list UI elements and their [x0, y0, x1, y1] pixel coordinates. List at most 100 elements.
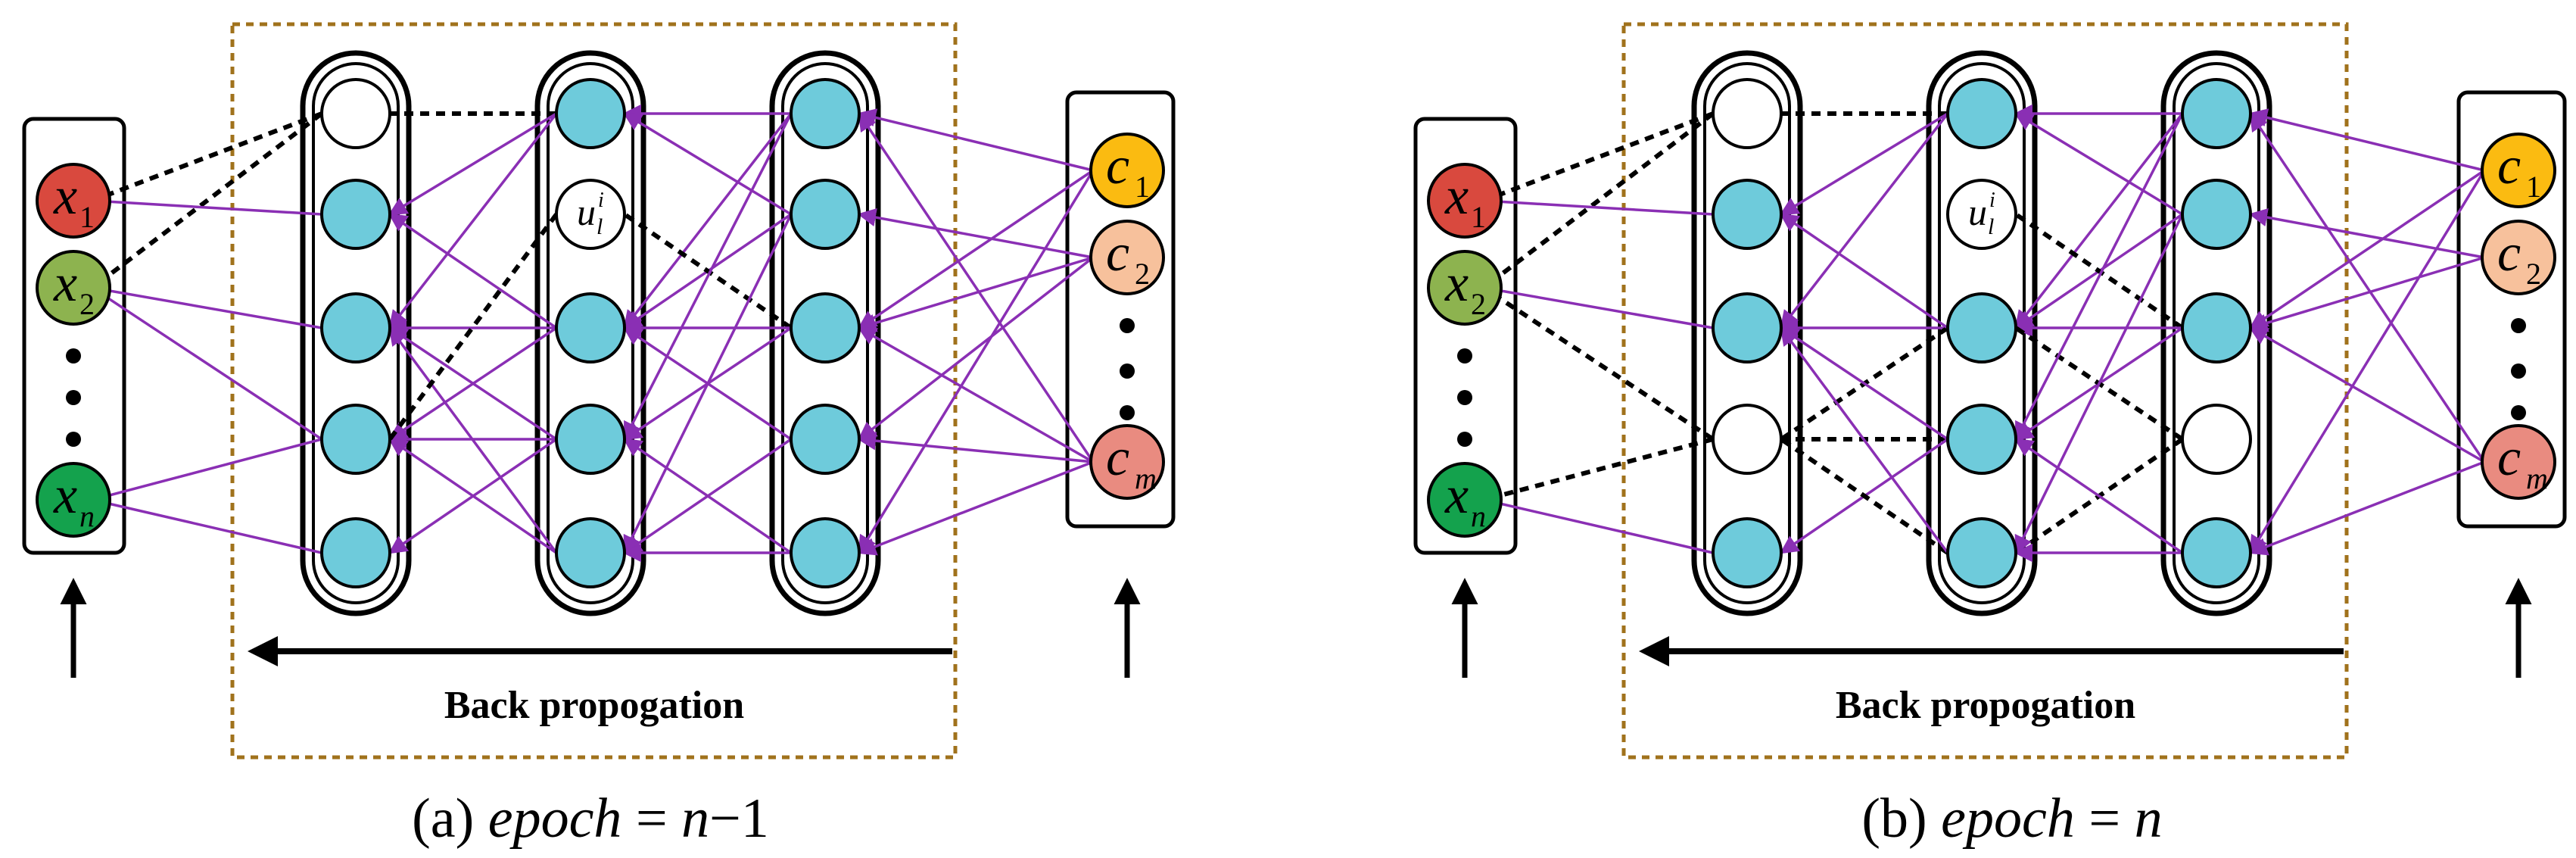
gradient-connection — [623, 214, 793, 555]
gradient-connection — [858, 111, 1095, 463]
gradient-connection — [857, 460, 1094, 556]
gradient-connection — [388, 112, 558, 329]
input-node-x2 — [1427, 250, 1503, 326]
gradient-connection — [388, 326, 557, 441]
input-subscript: 1 — [1471, 200, 1486, 234]
gradient-connection — [2248, 256, 2485, 332]
gradient-connection — [858, 256, 1095, 441]
input-symbol: x — [53, 254, 77, 313]
output-subscript: m — [2526, 461, 2548, 495]
gradient-connection — [2014, 113, 2184, 441]
gradient-connection — [2249, 170, 2486, 555]
dropped-node — [2181, 404, 2252, 475]
gradient-connection — [388, 326, 558, 554]
dropped-connection — [1482, 111, 1715, 290]
ellipsis-dot — [1457, 348, 1472, 363]
training-frame — [230, 22, 958, 760]
gradient-connection — [1780, 326, 1949, 554]
ellipsis-dot — [66, 348, 81, 363]
gradient-connection — [857, 256, 1094, 332]
input-symbol: x — [1444, 254, 1469, 313]
dropped-connection — [91, 111, 323, 290]
hidden-node — [320, 404, 391, 475]
panel-caption: (a) epoch = n−1 — [412, 788, 769, 850]
hidden-node — [1712, 517, 1783, 588]
ellipsis-dot — [1457, 390, 1472, 405]
dropped-node — [320, 78, 391, 149]
dropped-node-label: u — [1968, 191, 1987, 233]
gradient-connection — [2248, 108, 2485, 172]
gradient-connection — [1780, 112, 1949, 329]
hidden-layer-2-outer — [1926, 50, 2038, 616]
hidden-node — [1946, 404, 2017, 475]
dropped-node-label: u — [577, 191, 596, 233]
hidden-node — [1946, 517, 2017, 588]
dropped-connection — [1780, 437, 1949, 555]
connections — [90, 104, 1095, 563]
output-node-cm — [2481, 424, 2556, 500]
connections — [1481, 104, 2486, 563]
gradient-connection — [2249, 111, 2486, 463]
hidden-node — [320, 517, 391, 588]
gradient-connection — [623, 112, 793, 329]
back-propagation-label: Back propogation — [444, 684, 744, 727]
gradient-connection — [90, 495, 322, 554]
gradient-connection — [90, 281, 322, 329]
input-node-x1 — [1427, 163, 1503, 239]
gradient-connection — [2248, 169, 2485, 329]
dropped-connection — [2014, 212, 2184, 330]
hidden-node — [320, 179, 391, 250]
output-symbol: c — [1106, 137, 1129, 195]
input-symbol: x — [53, 167, 77, 226]
gradient-connection — [90, 192, 322, 216]
input-subscript: 2 — [1471, 287, 1486, 321]
output-symbol: c — [1106, 429, 1129, 487]
ellipsis-dot — [2511, 363, 2526, 379]
gradient-connection — [857, 207, 1094, 259]
dropped-connection — [623, 212, 793, 330]
dropped-node — [1712, 404, 1783, 475]
hidden-node — [320, 292, 391, 363]
hidden-node — [790, 179, 861, 250]
input-node-x1 — [36, 163, 111, 239]
hidden-node — [1712, 179, 1783, 250]
gradient-connection — [857, 108, 1094, 172]
hidden-node — [790, 517, 861, 588]
output-subscript: 1 — [2526, 170, 2541, 204]
dropped-connection — [1482, 111, 1715, 203]
input-node-x2 — [36, 250, 111, 326]
gradient-connection — [857, 169, 1094, 329]
output-subscript: 1 — [1135, 170, 1150, 204]
ellipsis-dot — [1120, 363, 1135, 379]
output-symbol: c — [2497, 137, 2521, 195]
dropped-connection — [91, 111, 323, 203]
hidden-node — [555, 78, 626, 149]
dropped-node-sub: l — [1988, 214, 1994, 239]
output-symbol: c — [2497, 429, 2521, 487]
output-symbol: c — [2497, 224, 2521, 282]
ellipsis-dot — [66, 432, 81, 447]
gradient-connection — [388, 438, 557, 554]
hidden-node — [555, 517, 626, 588]
gradient-connection — [388, 213, 557, 329]
hidden-node — [555, 292, 626, 363]
ellipsis-dot — [1120, 405, 1135, 420]
gradient-connection — [858, 170, 1095, 555]
ellipsis-dot — [2511, 405, 2526, 420]
hidden-node — [2181, 292, 2252, 363]
gradient-connection — [90, 286, 322, 441]
gradient-connection — [2248, 460, 2485, 556]
output-subscript: 2 — [1135, 257, 1150, 291]
dropped-node-sub: l — [596, 214, 603, 239]
ellipsis-dot — [66, 390, 81, 405]
output-subscript: 2 — [2526, 257, 2541, 291]
input-subscript: 2 — [79, 287, 95, 321]
gradient-connection — [623, 113, 793, 441]
output-subscript: m — [1135, 461, 1157, 495]
gradient-connection — [2248, 207, 2485, 259]
input-subscript: 1 — [79, 200, 95, 234]
gradient-connection — [1779, 326, 1948, 441]
hidden-node — [790, 78, 861, 149]
